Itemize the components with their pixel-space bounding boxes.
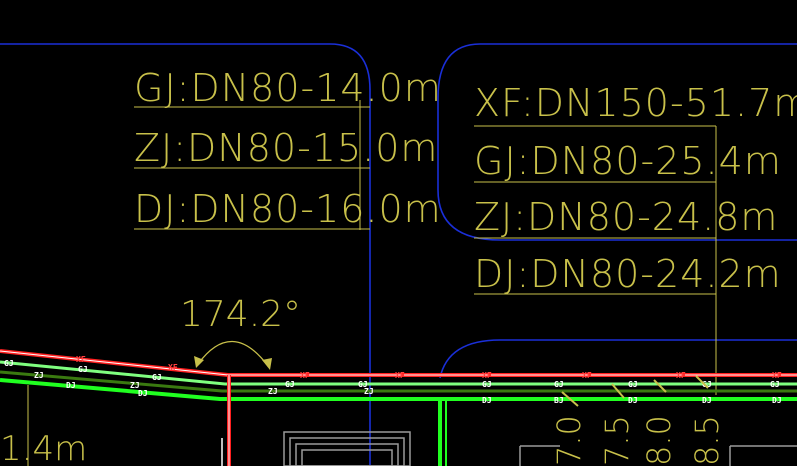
left-line-2[interactable]: ZJ:DN80-15.0m: [134, 126, 438, 170]
tag-xf-5: XF: [676, 371, 686, 380]
angle-label[interactable]: 174.2°: [180, 294, 301, 335]
angle-arc: [197, 340, 269, 367]
wall-geometry: [221, 431, 797, 466]
tag-xf-8: XF: [76, 355, 86, 364]
tag-dj-1: DJ: [482, 396, 492, 405]
tag-gj-4: GJ: [554, 380, 564, 389]
stair-box-4: [301, 449, 393, 466]
tag-xf-7: XF: [168, 363, 178, 372]
pipe-dj[interactable]: [0, 378, 797, 401]
tick-1: [561, 391, 579, 407]
tag-gj-6: GJ: [702, 380, 712, 389]
tag-gj-5: GJ: [628, 380, 638, 389]
left-annotation-block[interactable]: GJ:DN80-14.0m ZJ:DN80-15.0m DJ:DN80-16.0…: [134, 66, 442, 231]
vertical-dimensions[interactable]: 7.0 7.5 8.0 8.5: [550, 415, 726, 466]
tag-bj-1: BJ: [554, 396, 564, 405]
tag-gj-3: GJ: [482, 380, 492, 389]
tag-dj-4: DJ: [772, 396, 782, 405]
tick-4: [695, 375, 709, 389]
tag-gj-8: GJ: [152, 373, 162, 382]
tag-gj-2: GJ: [358, 380, 368, 389]
stair-box-2: [289, 437, 405, 466]
boundary-outlines: [0, 43, 797, 466]
pipe-gj[interactable]: [0, 360, 797, 386]
vertical-dim-1[interactable]: 7.0: [550, 415, 588, 466]
left-line-1[interactable]: GJ:DN80-14.0m: [134, 66, 442, 110]
tag-dj-2: DJ: [628, 396, 638, 405]
tag-xf-1: XF: [300, 371, 310, 380]
stair-box-1: [283, 431, 411, 466]
bottom-left-dimension[interactable]: 1.4m: [0, 429, 87, 466]
pipe-runs[interactable]: [0, 349, 797, 466]
right-line-4[interactable]: DJ:DN80-24.2m: [474, 252, 782, 296]
tag-xf-2: XF: [395, 371, 405, 380]
left-line-3[interactable]: DJ:DN80-16.0m: [134, 187, 442, 231]
right-line-3[interactable]: ZJ:DN80-24.8m: [474, 195, 778, 239]
angle-arrow-right: [262, 358, 272, 370]
tag-gj-10: GJ: [4, 359, 14, 368]
left-boundary: [0, 43, 371, 466]
tag-zj-4: ZJ: [34, 371, 44, 380]
tag-xf-3: XF: [482, 371, 492, 380]
vertical-dim-4[interactable]: 8.5: [688, 415, 726, 466]
tag-xf-6: XF: [772, 371, 782, 380]
tick-3: [653, 379, 667, 393]
tag-zj-1: ZJ: [268, 387, 278, 396]
tag-gj-7: GJ: [770, 380, 780, 389]
pipe-tags: XF XF XF XF XF XF XF XF GJ GJ GJ GJ GJ G…: [4, 355, 782, 405]
pipe-zj[interactable]: [0, 370, 797, 393]
right-boundary-bottom: [439, 339, 797, 379]
right-boundary-top: [437, 43, 797, 241]
tag-dj-5: DJ: [138, 389, 148, 398]
tag-zj-3: ZJ: [130, 381, 140, 390]
tag-zj-2: ZJ: [364, 387, 374, 396]
tag-dj-6: DJ: [66, 381, 76, 390]
tag-dj-3: DJ: [702, 396, 712, 405]
connector-ticks: [561, 375, 709, 407]
angle-dimension[interactable]: 174.2°: [180, 294, 301, 370]
tick-2: [611, 383, 625, 399]
right-line-2[interactable]: GJ:DN80-25.4m: [474, 139, 782, 183]
stair-box-3: [295, 443, 399, 466]
right-line-1[interactable]: XF:DN150-51.7m: [474, 81, 797, 125]
tag-gj-9: GJ: [78, 365, 88, 374]
angle-arrow-left: [194, 356, 204, 368]
tag-xf-4: XF: [582, 371, 592, 380]
vertical-dim-3[interactable]: 8.0: [640, 415, 678, 466]
reference-lines: [27, 100, 717, 466]
vertical-dim-2[interactable]: 7.5: [598, 415, 636, 466]
tag-gj-1: GJ: [285, 380, 295, 389]
right-annotation-block[interactable]: XF:DN150-51.7m GJ:DN80-25.4m ZJ:DN80-24.…: [474, 81, 797, 296]
